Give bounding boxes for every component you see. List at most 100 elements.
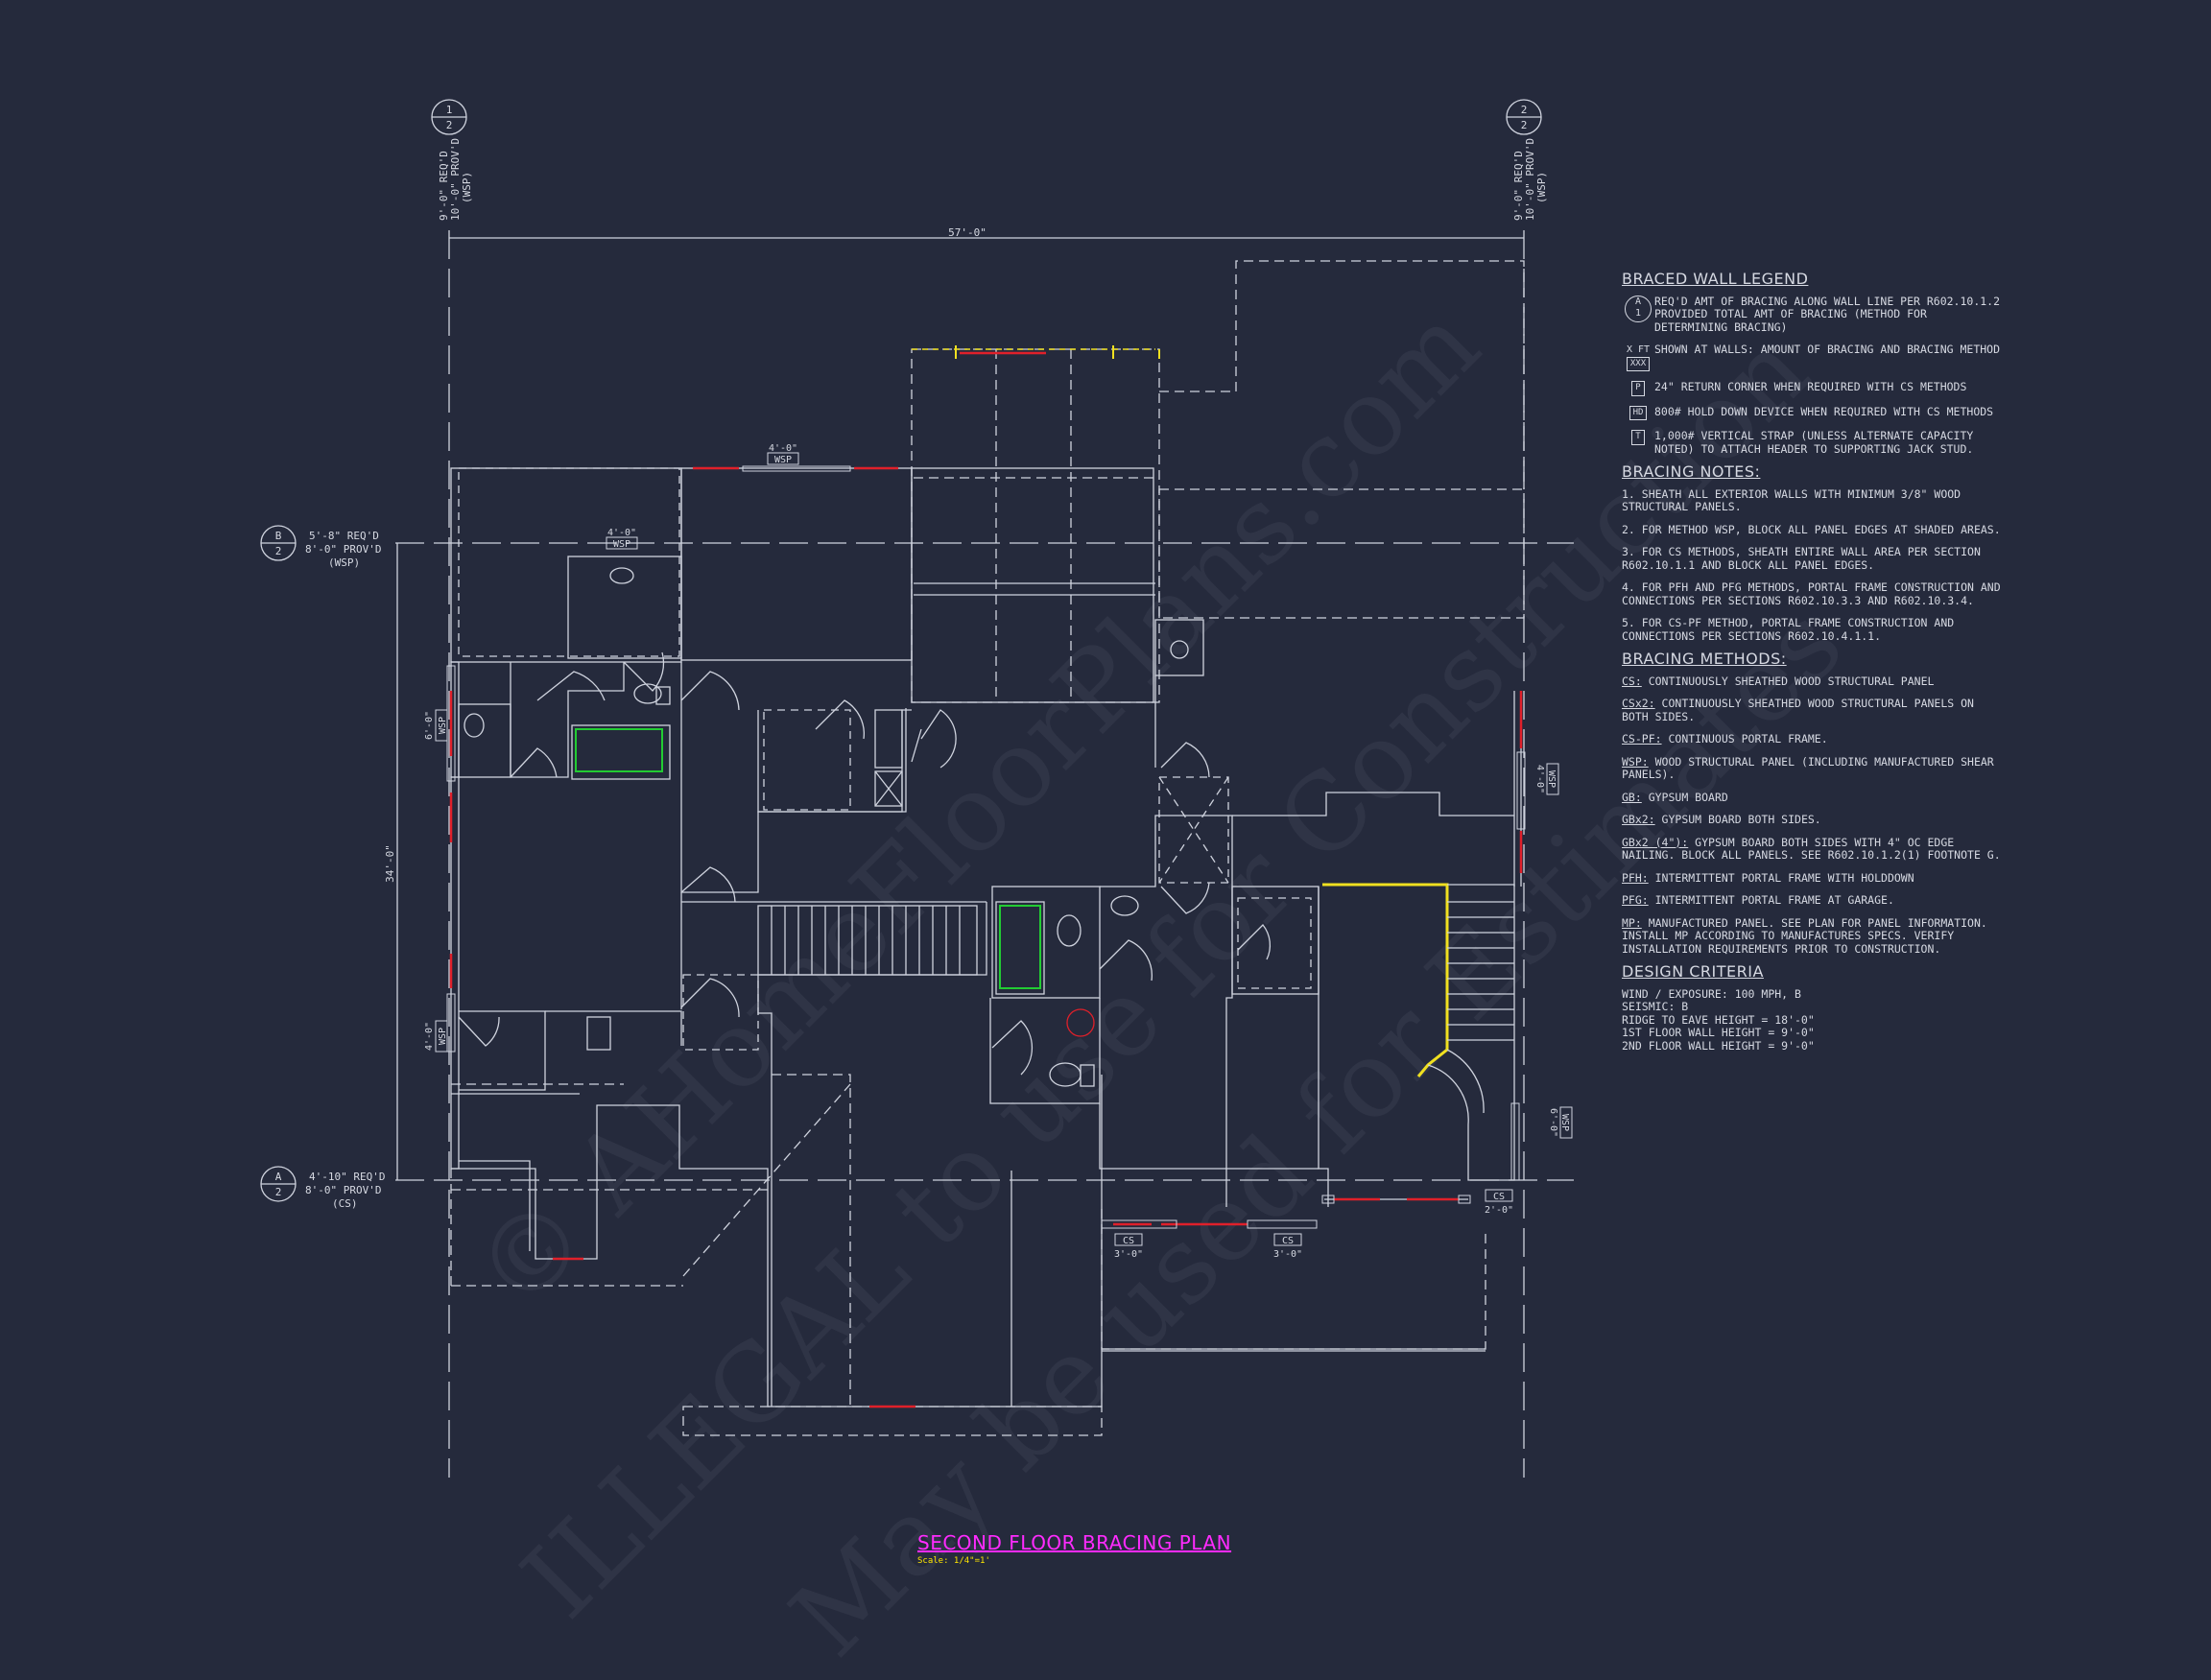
bracing-methods-title: BRACING METHODS:	[1622, 650, 1787, 668]
legend-symbol-box: T	[1631, 430, 1645, 445]
bracing-method-text: CONTINUOUSLY SHEATHED WOOD STRUCTURAL PA…	[1641, 674, 1935, 688]
line-b-req: 5'-8" REQ'D	[309, 530, 379, 542]
bracing-note: 3. FOR CS METHODS, SHEATH ENTIRE WALL AR…	[1622, 545, 1981, 572]
tag-cs3-method: CS	[1493, 1192, 1505, 1202]
toilet-upper-icon	[633, 683, 662, 704]
legend-symbol-bottom: XXX	[1626, 356, 1651, 371]
exterior-wall-outline	[451, 338, 1643, 1407]
bracing-note: 1. SHEATH ALL EXTERIOR WALLS WITH MINIMU…	[1622, 486, 1961, 513]
bracing-method: CS-PF: CONTINUOUS PORTAL FRAME.	[1622, 732, 2006, 746]
line-b-method: (WSP)	[328, 556, 360, 569]
roof-eave-bottom	[682, 1406, 1103, 1436]
line-1-prov: 10'-0" PROV'D	[449, 138, 462, 221]
bracing-method-code: PFH:	[1622, 870, 1649, 885]
stair-wall	[757, 902, 987, 1407]
legend-symbol: T	[1622, 430, 1654, 445]
bracing-note: 4. FOR PFH AND PFG METHODS, PORTAL FRAME…	[1622, 580, 2001, 607]
legend-symbol-box: P	[1631, 381, 1645, 396]
tag-bath-method: WSP	[613, 539, 630, 550]
grid-bubble-2-sheet: 2	[1521, 119, 1528, 131]
room-upper-left-dashed	[458, 467, 680, 657]
utility-box	[1154, 619, 1204, 676]
design-criterion: SEISMIC: B	[1622, 1000, 1689, 1013]
line-1-req: 9'-0" REQ'D	[438, 151, 450, 221]
bedroom-left	[459, 777, 683, 1009]
bracing-method-text: GYPSUM BOARD BOTH SIDES WITH 4" OC EDGE …	[1622, 835, 2001, 862]
legend-text: REQ'D AMT OF BRACING ALONG WALL LINE PER…	[1654, 294, 2001, 334]
design-criteria-title: DESIGN CRITERIA	[1622, 962, 1764, 981]
bracing-method-text: WOOD STRUCTURAL PANEL (INCLUDING MANUFAC…	[1622, 754, 1994, 781]
bedroom-lower-wall	[545, 1010, 682, 1046]
bracing-method: MP: MANUFACTURED PANEL. SEE PLAN FOR PAN…	[1622, 915, 2006, 957]
tag-top-method: WSP	[774, 455, 792, 465]
room-upper-right	[911, 467, 1154, 703]
bracing-method-text: INTERMITTENT PORTAL FRAME WITH HOLDDOWN	[1648, 870, 1914, 885]
bracing-method-text: GYPSUM BOARD BOTH SIDES.	[1654, 813, 1821, 826]
bathroom-upper	[567, 556, 682, 659]
bracing-method-code: MP:	[1622, 915, 1642, 930]
tub-frame	[571, 724, 671, 780]
bracing-method: WSP: WOOD STRUCTURAL PANEL (INCLUDING MA…	[1622, 754, 2006, 782]
grid-bubble-b-num: B	[275, 530, 282, 542]
bracing-method-code: GB:	[1622, 790, 1642, 804]
tag-bath-len: 4'-0"	[607, 528, 636, 538]
legend-symbol-top: X FT	[1626, 344, 1651, 355]
grid-bubble-a-num: A	[275, 1171, 282, 1183]
door-swing-6	[815, 699, 865, 740]
braced-wall-segments	[449, 351, 1523, 1408]
tag-right-upper-len: 4'-0"	[1534, 765, 1545, 793]
legend-symbol: HD	[1622, 405, 1654, 420]
roof-area-top-right	[1159, 260, 1525, 489]
bracing-method-code: CS:	[1622, 674, 1642, 688]
water-heater-icon	[586, 1016, 611, 1051]
line-2-req: 9'-0" REQ'D	[1512, 151, 1525, 221]
legend-symbol-box: HD	[1629, 405, 1648, 420]
tag-left-lower-method: WSP	[438, 1028, 448, 1045]
line-2-method: (WSP)	[1535, 172, 1548, 203]
bathroom-right	[991, 886, 1101, 999]
toilet-right-icon	[1057, 914, 1082, 947]
grid-bubble-1-sheet: 2	[446, 119, 453, 131]
legend-title: BRACED WALL LEGEND	[1622, 270, 1809, 288]
bracing-method-code: CSx2:	[1622, 697, 1655, 710]
overall-width-label: 57'-0"	[948, 226, 987, 239]
line-a-req: 4'-10" REQ'D	[309, 1171, 385, 1183]
upper-right-wall	[1232, 792, 1514, 816]
tag-cs2-method: CS	[1282, 1236, 1294, 1246]
bracing-method-text: MANUFACTURED PANEL. SEE PLAN FOR PANEL I…	[1622, 915, 1987, 956]
plan-scale: Scale: 1/4"=1'	[917, 1556, 990, 1566]
door-swing-1	[536, 671, 606, 701]
bracing-method-code: CS-PF:	[1622, 732, 1662, 745]
bracing-method: PFG: INTERMITTENT PORTAL FRAME AT GARAGE…	[1622, 893, 2006, 908]
door-swing-7	[920, 709, 957, 769]
bracing-method-code: GBx2 (4"):	[1622, 835, 1689, 849]
left-sink-icon	[464, 713, 485, 738]
bracing-method-code: GBx2:	[1622, 813, 1655, 826]
door-swing-10	[991, 1020, 1034, 1076]
stairs-treads	[771, 906, 961, 975]
tag-left-upper-method: WSP	[438, 717, 448, 734]
door-swing-11	[1099, 939, 1153, 982]
sink-right-icon	[1110, 895, 1139, 916]
corridor-wall	[680, 662, 912, 893]
closet-upper	[757, 708, 907, 813]
line-a-prov: 8'-0" PROV'D	[305, 1184, 381, 1196]
line-1-method: (WSP)	[461, 172, 473, 203]
tag-cs2-len: 3'-0"	[1273, 1249, 1302, 1260]
legend-text: SHOWN AT WALLS: AMOUNT OF BRACING AND BR…	[1654, 343, 2001, 356]
tag-left-upper-len: 6'-0"	[424, 711, 435, 740]
deck-highlighted-edge	[1322, 883, 1449, 1077]
door-swing-3	[623, 651, 665, 692]
room-upper-middle	[680, 467, 913, 661]
tag-top-len: 4'-0"	[769, 443, 797, 454]
bracing-method-code: WSP:	[1622, 754, 1649, 769]
room-upper-left	[450, 467, 682, 663]
linen-closet	[1158, 776, 1229, 884]
grid-bubble-a-sheet: 2	[275, 1186, 282, 1198]
legend-text: 24" RETURN CORNER WHEN REQUIRED WITH CS …	[1654, 380, 1967, 393]
